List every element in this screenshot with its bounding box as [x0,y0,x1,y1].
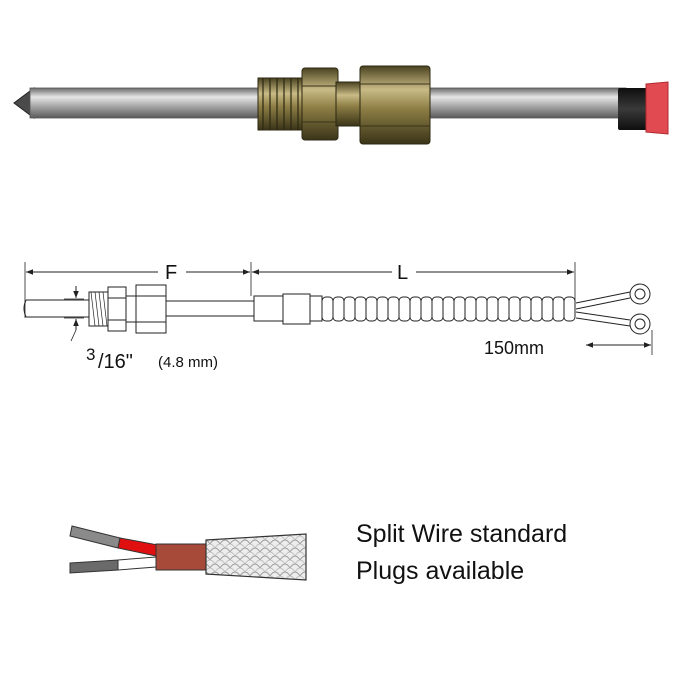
spring-segment [453,296,466,322]
diameter-fraction-numerator: 3 [86,345,95,364]
cable-inner-jacket [155,543,207,571]
split-wires-outline [575,283,651,335]
spring-segment [420,296,433,322]
cable-illustration [69,525,307,581]
spring-segment [530,296,543,322]
fitting-thread-outline [88,291,110,327]
spring-segment [365,296,378,322]
dimension-f-label: F [165,262,177,284]
diameter-metric-label: (4.8 mm) [158,354,218,371]
probe-ferrule [335,81,363,127]
spring-segment [442,296,455,322]
cable-wire-top-grey [69,525,121,549]
dimension-drawing [23,262,653,355]
spring-segment [541,296,554,322]
diameter-dimension-marks [64,286,84,342]
spring-segment [387,296,400,322]
probe-end-cap-red [645,81,669,135]
cable-wire-bottom-dark [69,559,119,574]
fitting-large-nut-outline [135,284,167,334]
cable-wire-top-red [117,537,159,557]
sheath-outline [23,299,254,318]
spring-segment [508,296,521,322]
spring-segment [431,296,444,322]
spring-segment [519,296,532,322]
probe-illustration [13,65,669,145]
spring-segment [409,296,422,322]
fitting-small-nut-outline [107,286,127,332]
transition-sleeve-outline [253,293,323,325]
spring-segment [321,296,334,322]
diameter-fraction-denominator: /16" [98,351,133,373]
spring-segment [497,296,510,322]
protective-spring-outline [321,296,576,322]
spring-segment [376,296,389,322]
spring-segment [563,296,576,322]
spring-segment [486,296,499,322]
cable-note-line-2: Plugs available [356,557,525,585]
spring-segment [343,296,356,322]
cable-note-line-1: Split Wire standard [356,520,568,548]
tail-length-label: 150mm [484,338,544,358]
probe-small-nut [301,67,339,141]
spring-segment [332,296,345,322]
probe-end-cap [618,88,648,130]
spring-segment [354,296,367,322]
cable-braided-sheath [205,533,307,581]
spring-segment [464,296,477,322]
spring-segment [475,296,488,322]
spring-segment [398,296,411,322]
cable-wire-bottom-white [117,556,157,571]
probe-large-nut [359,65,431,145]
probe-thread [257,77,307,131]
dimension-l-label: L [397,262,408,284]
spring-segment [552,296,565,322]
